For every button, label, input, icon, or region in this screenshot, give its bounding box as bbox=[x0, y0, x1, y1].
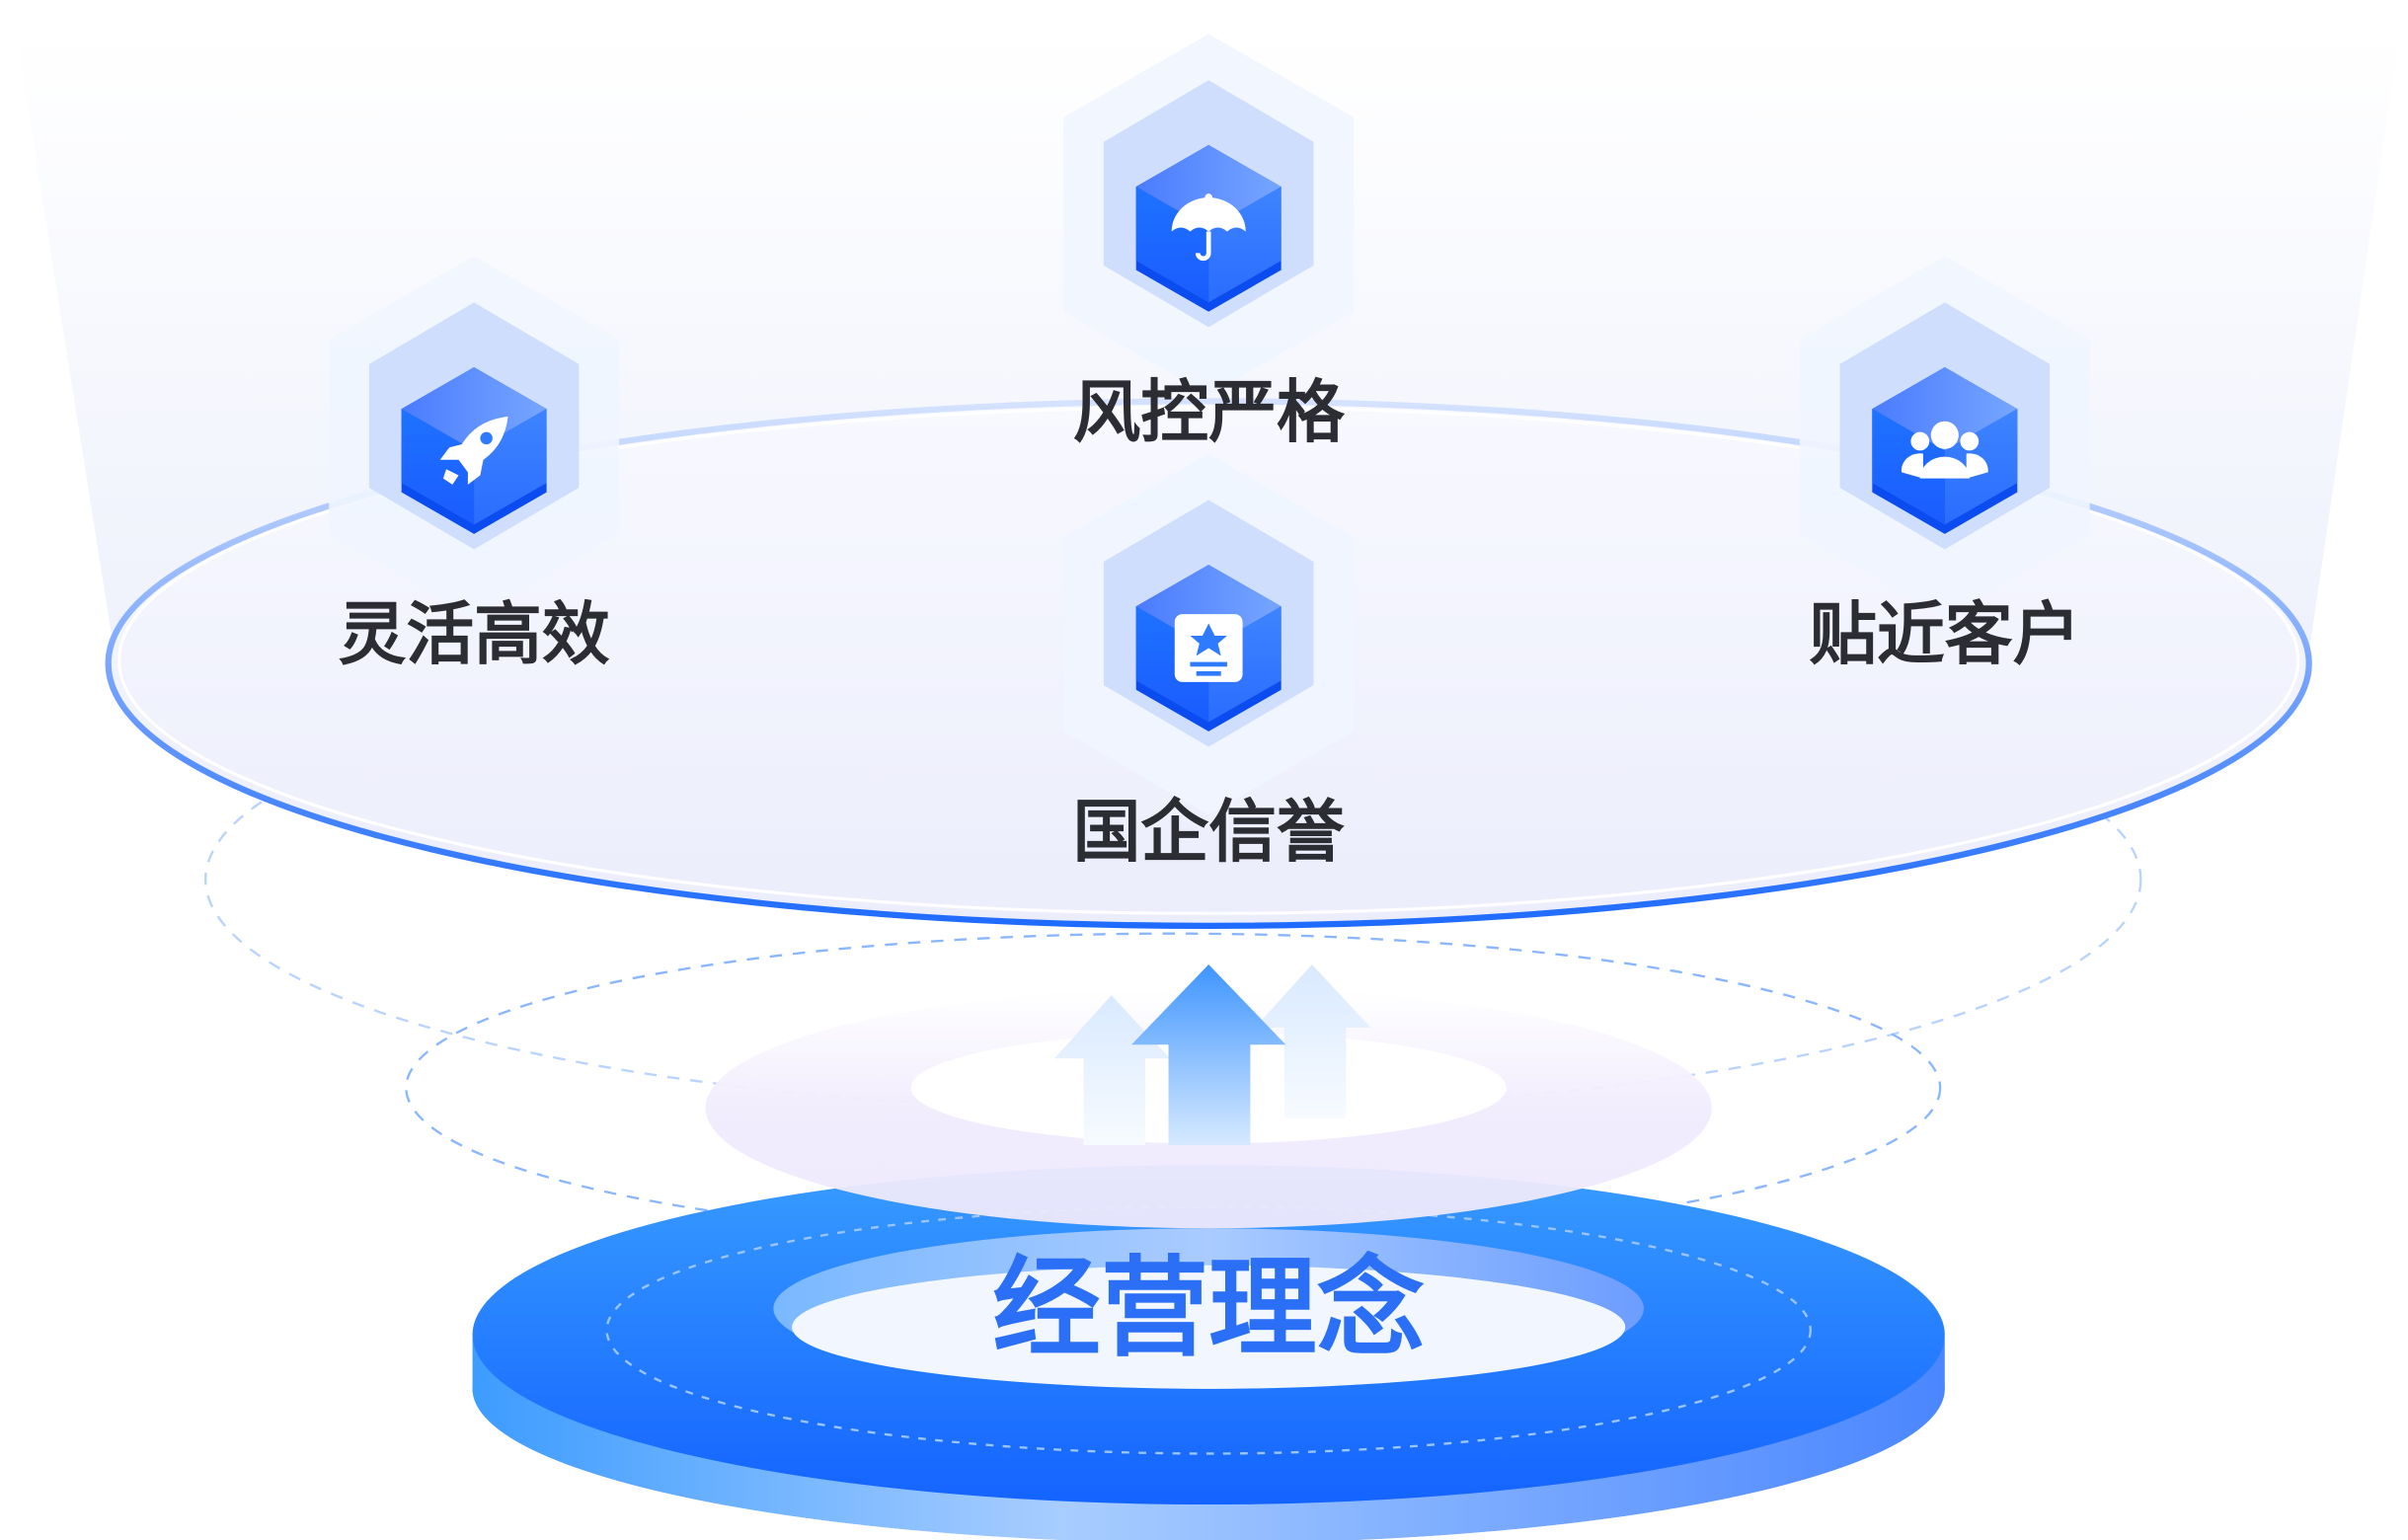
users-icon bbox=[1901, 421, 1988, 479]
node-close-to-customer: 贴近客户 bbox=[1799, 256, 2090, 674]
node-label: 贴近客户 bbox=[1809, 595, 2080, 674]
base-disk bbox=[472, 1165, 1945, 1540]
dashed-orbit-inner bbox=[405, 932, 1942, 1244]
node-label: 灵活高效 bbox=[339, 595, 610, 674]
umbrella-icon bbox=[1171, 193, 1246, 262]
arrow-up-icon-left bbox=[1053, 995, 1171, 1145]
rocket-icon bbox=[439, 417, 508, 485]
top-plate-highlight bbox=[117, 406, 2300, 915]
node-flexible-efficient: 灵活高效 bbox=[329, 256, 620, 674]
node-label: 国企信誉 bbox=[1073, 793, 1345, 872]
certificate-icon bbox=[1174, 614, 1243, 682]
arrow-up-icon-right bbox=[1255, 963, 1371, 1119]
main-title: 经营理念 bbox=[992, 1245, 1425, 1371]
arrow-up-icon-main bbox=[1131, 963, 1286, 1145]
node-label: 风控严格 bbox=[1073, 373, 1346, 452]
node-soe-credibility: 国企信誉 bbox=[1063, 453, 1355, 872]
node-risk-control: 风控严格 bbox=[1063, 34, 1355, 452]
dashed-orbit-outer bbox=[203, 647, 2142, 1113]
